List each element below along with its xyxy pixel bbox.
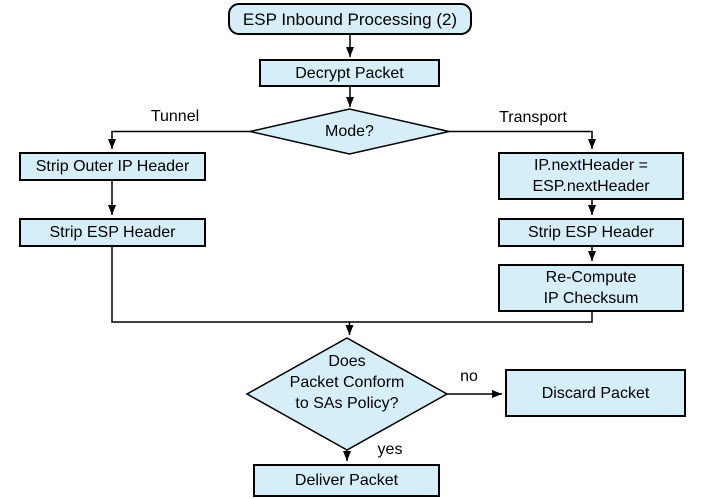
edge-mode-tunnel-branch [108, 130, 250, 149]
edge-label-no: no [460, 368, 478, 385]
node-set-next-header: IP.nextHeader = ESP.nextHeader [498, 152, 684, 200]
node-recompute-ip-checksum: Re-Compute IP Checksum [498, 264, 684, 312]
edge-label-transport: Transport [499, 109, 567, 126]
node-deliver-packet: Deliver Packet [253, 464, 440, 497]
decision-mode-shape [249, 108, 450, 155]
node-strip-esp-header-transport: Strip ESP Header [498, 218, 684, 247]
edge-mode-transport-branch [449, 130, 596, 149]
decision-policy-label: Does Packet Conform to SAs Policy? [289, 353, 405, 412]
decision-policy-shape [245, 337, 449, 451]
node-decrypt-packet: Decrypt Packet [259, 59, 440, 87]
node-start: ESP Inbound Processing (2) [228, 3, 472, 35]
decision-mode-label: Mode? [325, 123, 374, 140]
edge-label-tunnel: Tunnel [150, 108, 200, 125]
node-strip-esp-header-tunnel: Strip ESP Header [19, 218, 206, 247]
edge-label-yes: yes [377, 441, 403, 458]
edge-recompute-to-merge [349, 312, 593, 323]
node-strip-outer-ip-header: Strip Outer IP Header [19, 152, 206, 181]
edge-stripesp-tunnel-to-merge [111, 247, 350, 323]
node-discard-packet: Discard Packet [505, 369, 686, 417]
